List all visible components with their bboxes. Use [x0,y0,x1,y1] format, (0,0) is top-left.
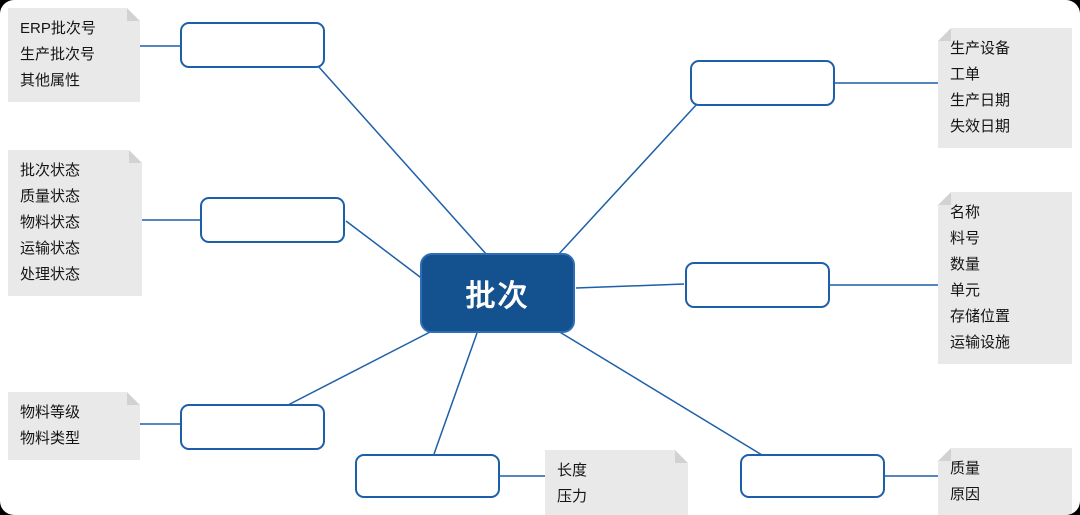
note-line: 失效日期 [950,118,1011,135]
note-measurements: 长度 压力 [545,450,688,515]
note-line: 生产设备 [950,40,1011,57]
note-line: 原因 [950,486,981,503]
node-measurements [355,454,500,498]
node-material-grade [180,404,325,450]
note-production: 生产设备 工单 生产日期 失效日期 [938,28,1072,148]
note-line: 批次状态 [20,162,81,179]
node-quality [740,454,885,498]
note-material-grade: 物料等级 物料类型 [8,392,140,460]
node-status [200,197,345,243]
note-line: 料号 [950,230,981,247]
node-production [690,60,835,106]
note-inventory: 名称 料号 数量 单元 存储位置 运输设施 [938,192,1072,364]
note-batch-ids: ERP批次号 生产批次号 其他属性 [8,8,140,102]
node-batch-ids [180,22,325,68]
note-line: 生产日期 [950,92,1011,109]
note-status: 批次状态 质量状态 物料状态 运输状态 处理状态 [8,150,142,296]
note-line: 处理状态 [20,266,81,283]
note-line: 存储位置 [950,308,1011,325]
note-line: 名称 [950,204,981,221]
note-line: 其他属性 [20,72,81,89]
note-quality: 质量 原因 [938,448,1072,515]
note-line: 物料状态 [20,214,81,231]
note-line: 质量状态 [20,188,81,205]
note-line: 长度 [557,462,588,479]
center-node-label: 批次 [465,280,530,313]
note-line: 单元 [950,282,981,299]
note-line: 物料等级 [20,404,81,421]
node-batch-center: 批次 [420,253,575,333]
note-line: 运输设施 [950,334,1011,351]
note-line: 运输状态 [20,240,81,257]
note-line: ERP批次号 [20,20,96,37]
node-inventory [685,262,830,308]
note-line: 物料类型 [20,430,81,447]
note-line: 数量 [950,256,981,273]
note-line: 压力 [557,488,588,505]
note-line: 质量 [950,460,981,477]
note-line: 工单 [950,66,981,83]
note-line: 生产批次号 [20,46,96,63]
